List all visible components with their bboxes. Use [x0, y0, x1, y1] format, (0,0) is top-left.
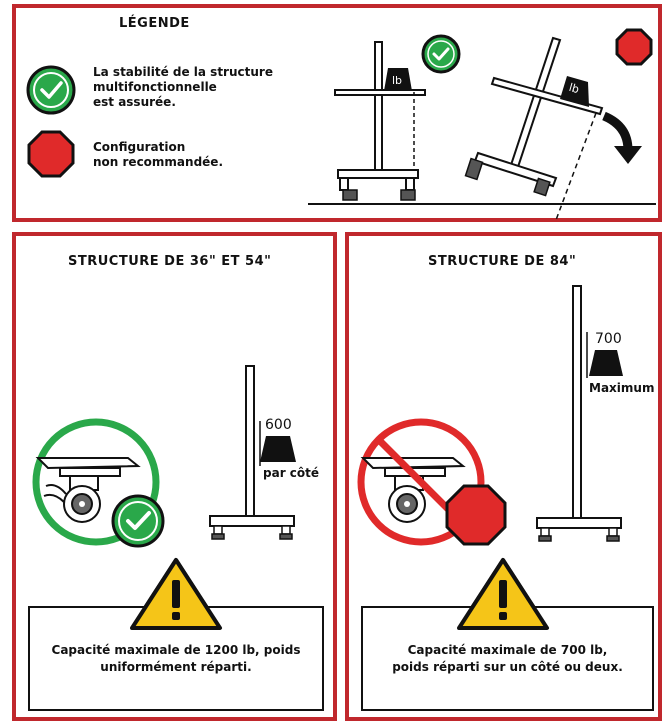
- stable-cart-illustration: [334, 41, 426, 201]
- structure-36-54-panel: STRUCTURE DE 36" ET 54": [12, 232, 337, 721]
- panel-title: STRUCTURE DE 36" ET 54": [68, 254, 272, 269]
- rotation-arrow-icon: [602, 111, 642, 164]
- structure-84-illustration: [536, 285, 623, 542]
- weight-value: 600: [265, 417, 292, 433]
- legend-graphics: [26, 28, 656, 221]
- structure-36-54-illustration: [209, 365, 296, 540]
- capacity-line: poids réparti sur un côté ou deux.: [392, 659, 623, 674]
- not-recommended-legend-text: Configuration non recommandée.: [93, 140, 223, 170]
- capacity-text: Capacité maximale de 700 lb, poids répar…: [392, 642, 623, 676]
- capacity-line: Capacité maximale de 1200 lb, poids: [51, 642, 301, 657]
- capacity-info-box: Capacité maximale de 1200 lb, poids unif…: [28, 606, 324, 711]
- capacity-info-box: Capacité maximale de 700 lb, poids répar…: [361, 606, 654, 711]
- stable-legend-line: La stabilité de la structure: [93, 65, 273, 79]
- stable-legend-text: La stabilité de la structure multifoncti…: [93, 65, 273, 110]
- panel-title: STRUCTURE DE 84": [428, 254, 577, 269]
- weight-value: 700: [595, 331, 622, 347]
- tipping-cart-illustration: [464, 36, 604, 221]
- checkmark-icon: [26, 65, 76, 115]
- legend-title: LÉGENDE: [119, 16, 190, 31]
- legend-panel: LÉGENDE: [12, 4, 662, 222]
- weight-note: par côté: [263, 466, 320, 480]
- not-recommended-legend-line: non recommandée.: [93, 155, 223, 169]
- checkmark-icon: [421, 34, 461, 74]
- stop-octagon-icon: [27, 130, 75, 178]
- stop-octagon-icon: [615, 28, 653, 66]
- structure-84-panel: STRUCTURE DE 84": [345, 232, 662, 721]
- capacity-line: uniformément réparti.: [100, 659, 252, 674]
- stop-octagon-icon: [445, 484, 507, 546]
- weight-note: Maximum: [589, 381, 655, 395]
- weight-tag-label: lb: [392, 74, 403, 87]
- checkmark-icon: [111, 494, 165, 548]
- stable-legend-line: multifonctionnelle: [93, 80, 217, 94]
- capacity-text: Capacité maximale de 1200 lb, poids unif…: [52, 642, 301, 676]
- stable-legend-line: est assurée.: [93, 95, 176, 109]
- capacity-line: Capacité maximale de 700 lb,: [407, 642, 608, 657]
- not-recommended-legend-line: Configuration: [93, 140, 186, 154]
